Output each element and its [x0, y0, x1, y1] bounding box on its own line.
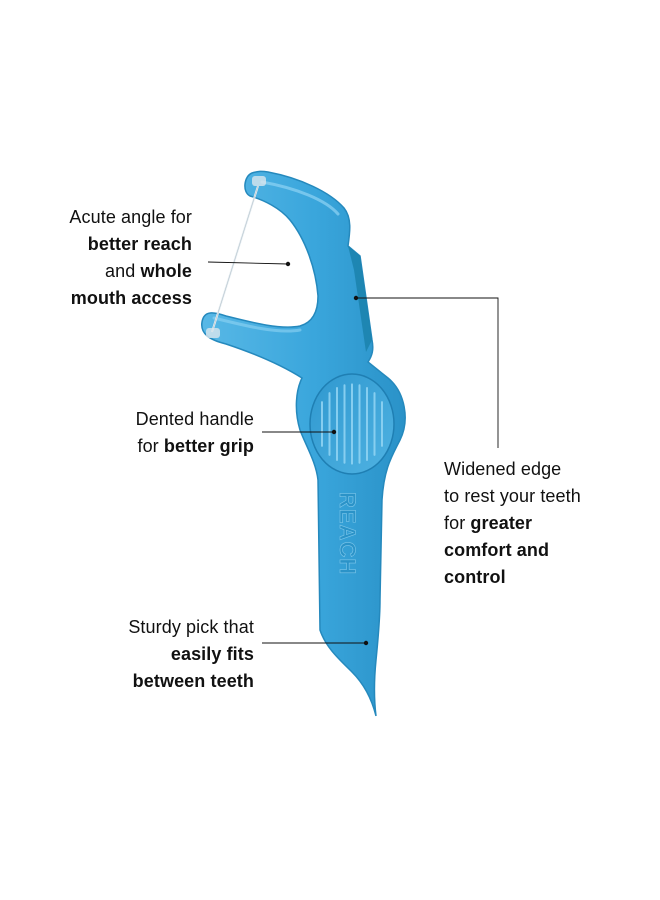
callout-line: for better grip [136, 433, 254, 460]
lower-arm-highlight [212, 316, 302, 333]
callout-line: control [444, 564, 581, 591]
callout-bold-text: comfort and [444, 540, 550, 560]
callout-text: to rest your teeth [444, 486, 581, 506]
callout-line: comfort and [444, 537, 581, 564]
leader-lines [207, 261, 499, 644]
leader-dots [285, 261, 369, 646]
floss-anchor-bottom [206, 328, 220, 338]
leader-acute-angle [207, 261, 289, 265]
callout-text: for [137, 436, 164, 456]
callout-bold-text: better grip [163, 436, 254, 456]
floss-string-shadow [211, 185, 259, 333]
callout-acute-angle: Acute angle for better reach and whole mout… [69, 204, 192, 312]
callout-widened-edge: Widened edge to rest your teeth for greate… [444, 456, 581, 591]
callout-bold-text: better reach [87, 234, 192, 254]
callout-text: Acute angle for [69, 207, 192, 227]
callout-line: for greater [444, 510, 581, 537]
callout-line: Widened edge [444, 456, 581, 483]
callout-line: Dented handle [136, 406, 254, 433]
callout-line: Sturdy pick that [128, 614, 254, 641]
callout-text: and [105, 261, 141, 281]
callout-line: better reach [69, 231, 192, 258]
callout-text: for [444, 513, 471, 533]
pick-body [201, 170, 406, 717]
callout-bold-text: mouth access [70, 288, 192, 308]
callout-sturdy-pick: Sturdy pick that easily fits between teeth [128, 614, 254, 695]
callout-bold-text: whole [140, 261, 192, 281]
callout-text: Sturdy pick that [128, 617, 254, 637]
callout-bold-text: easily fits [170, 644, 254, 664]
floss-anchor-top [252, 176, 266, 186]
arm-highlight [260, 180, 340, 216]
callout-bold-text: greater [470, 513, 533, 533]
callout-line: easily fits [128, 641, 254, 668]
callout-line: to rest your teeth [444, 483, 581, 510]
callout-bold-text: between teeth [132, 671, 254, 691]
widened-edge-strip [348, 246, 372, 352]
grip-ridges [321, 383, 383, 465]
callout-line: Acute angle for [69, 204, 192, 231]
brand-text: REACH [335, 492, 360, 575]
callout-dented-handle: Dented handle for better grip [136, 406, 254, 460]
callout-line: mouth access [69, 285, 192, 312]
callout-line: between teeth [128, 668, 254, 695]
callout-text: Widened edge [444, 459, 562, 479]
callout-text: Dented handle [135, 409, 254, 429]
leader-widened-edge [356, 297, 499, 448]
callout-line: and whole [69, 258, 192, 285]
callout-bold-text: control [444, 567, 506, 587]
